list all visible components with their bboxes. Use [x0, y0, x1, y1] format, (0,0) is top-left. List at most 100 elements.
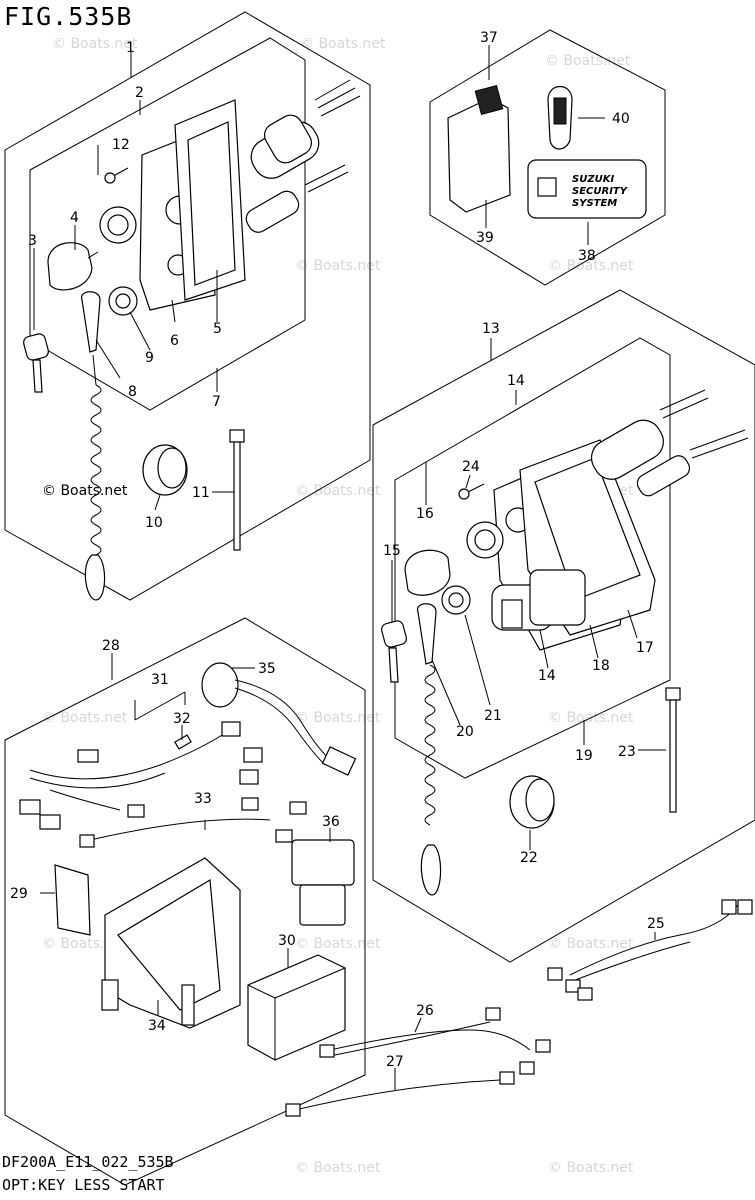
watermark: © Boats.net: [545, 53, 631, 69]
group-14-subframe: [394, 337, 671, 779]
fob-part-40: [547, 85, 573, 150]
fuse-part-32: [174, 734, 192, 750]
callout-labels: 1 2 3 4 5 6 7 8 9 10 11 12 13 14 14 15 1…: [10, 30, 665, 1070]
callout-16: 16: [416, 506, 434, 522]
watermark: © Boats.net: [300, 36, 386, 52]
callout-36: 36: [322, 814, 340, 830]
security-logo-line2: SECURITY: [572, 186, 629, 197]
switch-cap-part-22: [509, 775, 555, 829]
security-logo-line3: SYSTEM: [572, 198, 617, 209]
figure-title: FIG.535B: [4, 2, 133, 31]
key-part-3: [23, 333, 49, 393]
callout-23: 23: [618, 744, 636, 760]
start-switch-right: [590, 389, 749, 497]
switch-part-35: [201, 662, 357, 776]
callout-39: 39: [476, 230, 494, 246]
nut-part-21: [441, 585, 471, 615]
copyright-watermark: © Boats.net: [42, 483, 128, 499]
callout-38: 38: [578, 248, 596, 264]
watermark: © Boats.net: [295, 258, 381, 274]
box-part-30: [247, 954, 346, 1061]
harness-part-25: [547, 899, 753, 1001]
watermark: © Boats.net: [548, 936, 634, 952]
group-37-frame: [429, 29, 666, 286]
nut-part-9: [99, 206, 138, 316]
screw-part-24: [458, 483, 485, 500]
callout-22: 22: [520, 850, 538, 866]
key-part-15: [381, 620, 407, 683]
ignition-switch-part-14: [491, 569, 586, 631]
watermark: © Boats.net: [295, 710, 381, 726]
cable-tie-part-23: [665, 687, 681, 813]
callout-17: 17: [636, 640, 654, 656]
sheet-part-29: [54, 864, 91, 936]
control-module-part-39: [447, 84, 511, 213]
callout-32: 32: [173, 711, 191, 727]
callout-14b: 14: [538, 668, 556, 684]
harness-part-26: [319, 1007, 551, 1075]
callout-31: 31: [151, 672, 169, 688]
callout-33: 33: [194, 791, 212, 807]
switch-cap-part-10: [142, 444, 188, 496]
group-13-frame: [372, 289, 755, 963]
watermark: © Boats.net: [295, 483, 381, 499]
harness-part-33: [79, 797, 307, 848]
knob-part-16: [404, 549, 451, 596]
callout-25: 25: [647, 916, 665, 932]
callout-14: 14: [507, 373, 525, 389]
lanyard-part-20: [417, 603, 442, 896]
watermark: © Boats.net: [295, 936, 381, 952]
figure-option: OPT:KEY LESS START: [2, 1176, 165, 1194]
group-1-frame: [4, 11, 371, 601]
callout-6: 6: [170, 333, 179, 349]
callout-34: 34: [148, 1018, 166, 1034]
callout-9: 9: [145, 350, 154, 366]
callout-3: 3: [28, 233, 37, 249]
watermark: © Boats.net: [548, 1160, 634, 1176]
group-28-frame: [4, 617, 366, 1186]
assembly-group-1: [4, 11, 371, 601]
callout-15: 15: [383, 543, 401, 559]
security-label-part-38: SUZUKI SECURITY SYSTEM: [527, 159, 647, 219]
figure-code: DF200A_E11_022_535B: [2, 1153, 174, 1171]
security-logo-line1: SUZUKI: [572, 174, 614, 185]
callout-8: 8: [128, 384, 137, 400]
lanyard-part-8: [81, 291, 106, 601]
callout-35: 35: [258, 661, 276, 677]
gasket-part-5: [174, 99, 246, 301]
assembly-group-13: [372, 289, 755, 963]
watermark: © Boats.net: [548, 258, 634, 274]
callout-11: 11: [192, 485, 210, 501]
bracket-part-34: [101, 857, 241, 1029]
callout-20: 20: [456, 724, 474, 740]
callout-24: 24: [462, 459, 480, 475]
callout-4: 4: [70, 210, 79, 226]
stop-switch-plug: [245, 164, 349, 233]
callout-18: 18: [592, 658, 610, 674]
watermark: © Boats.net: [42, 710, 128, 726]
callout-5: 5: [213, 321, 222, 337]
callout-37: 37: [480, 30, 498, 46]
watermark: © Boats.net: [295, 1160, 381, 1176]
callout-13: 13: [482, 321, 500, 337]
callout-26: 26: [416, 1003, 434, 1019]
harness-part-31: [19, 691, 263, 830]
callout-10: 10: [145, 515, 163, 531]
harness-part-27: [285, 1068, 515, 1117]
callout-2: 2: [135, 85, 144, 101]
nut-part-16: [466, 521, 504, 559]
callout-19: 19: [575, 748, 593, 764]
start-switch-top: [250, 79, 361, 179]
callout-28: 28: [102, 638, 120, 654]
callout-30: 30: [278, 933, 296, 949]
callout-1: 1: [126, 40, 135, 56]
callout-21: 21: [484, 708, 502, 724]
assembly-group-28: [4, 617, 366, 1186]
watermark: © Boats.net: [52, 36, 138, 52]
relay-part-36: [291, 839, 355, 926]
callout-12: 12: [112, 137, 130, 153]
knob-part-4: [47, 242, 99, 291]
callout-7: 7: [212, 394, 221, 410]
cable-tie-part-11: [229, 429, 245, 551]
